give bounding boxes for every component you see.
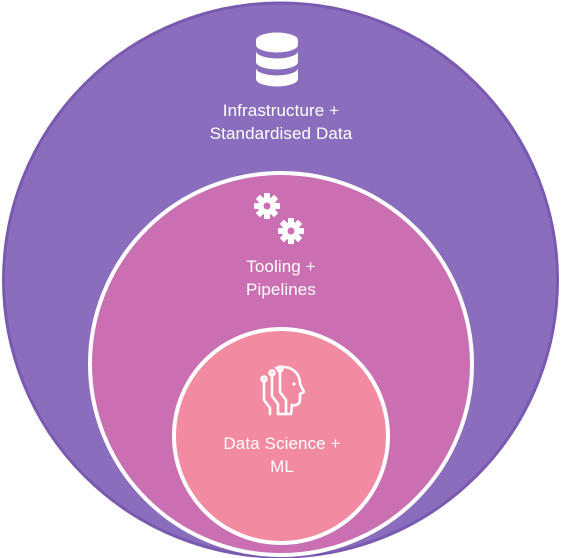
gears-icon — [254, 193, 304, 244]
data-science-circle — [172, 327, 390, 545]
tooling-label-line-1: Tooling + — [246, 257, 315, 276]
layer-data-science: Data Science + ML — [172, 327, 390, 545]
tooling-label-line-2: Pipelines — [246, 280, 316, 299]
data-science-label-line-1: Data Science + — [223, 434, 340, 453]
ai-head-icon — [260, 365, 306, 416]
infrastructure-label-line-1: Infrastructure + — [223, 101, 339, 120]
infrastructure-label-line-2: Standardised Data — [210, 124, 353, 143]
data-science-label-line-2: ML — [270, 457, 294, 476]
database-icon — [256, 32, 298, 87]
